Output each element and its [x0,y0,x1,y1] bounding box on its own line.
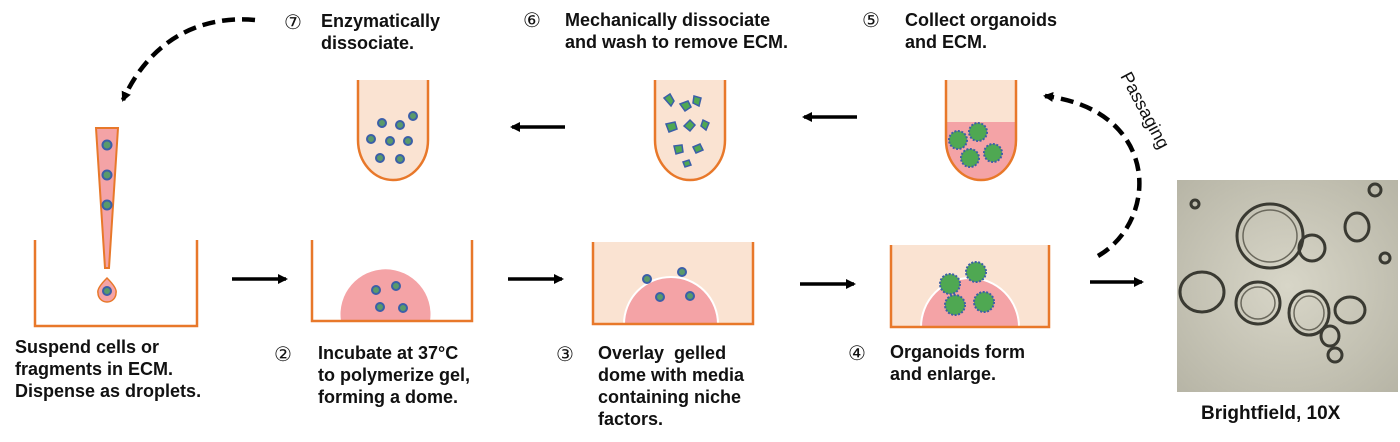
brightfield-image [1177,180,1398,392]
passaging-arrow [1043,92,1142,258]
step5-number: ⑤ [862,8,880,32]
cell-4 [102,286,112,296]
return-arrow [120,17,256,102]
step6-text: Mechanically dissociate and wash to remo… [565,10,789,52]
step3-well [591,242,755,326]
step3-number: ③ [556,342,574,366]
step2-text: Incubate at 37°C to polymerize gel, form… [318,343,471,407]
step6-number: ⑥ [523,8,541,32]
step2-number: ② [274,342,292,366]
cell-1 [101,139,113,151]
cell-3 [101,199,113,211]
step4-well [889,245,1051,329]
step6-tube [653,80,727,182]
image-caption: Brightfield, 10X [1201,403,1341,424]
step4-text: Organoids form and enlarge. [890,342,1026,384]
cell-2 [101,169,113,181]
step7-number: ⑦ [284,10,302,34]
step5-text: Collect organoids and ECM. [905,10,1058,52]
passaging-label: Passaging [1116,68,1173,152]
step7-tube [356,80,430,182]
pipette [94,127,120,303]
step1-text: Suspend cells or fragments in ECM. Dispe… [15,337,202,401]
step5-tube [944,80,1018,182]
step3-text: Overlay gelled dome with media containin… [598,343,745,429]
step1-well [33,240,199,328]
step4-number: ④ [848,341,866,365]
step2-well [310,240,474,323]
step7-text: Enzymatically dissociate. [321,11,441,53]
